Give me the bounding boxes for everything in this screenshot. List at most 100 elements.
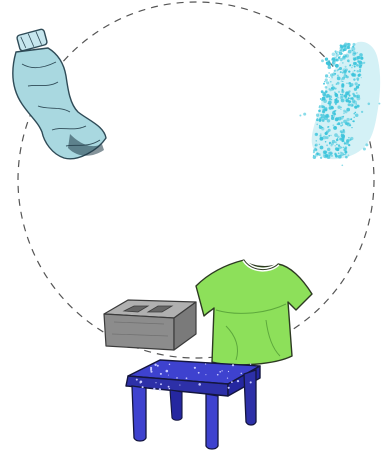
- flake-dot: [315, 133, 318, 136]
- flake-dot: [321, 90, 324, 93]
- flake-dot: [341, 89, 343, 91]
- flake-dot: [340, 152, 341, 153]
- flake-dot: [331, 142, 334, 145]
- table-sparkle: [250, 381, 252, 383]
- flake-dot: [353, 43, 356, 46]
- flake-dot: [325, 74, 328, 77]
- flake-dot: [348, 94, 350, 96]
- table-sparkle: [154, 364, 156, 366]
- table-sparkle: [169, 388, 171, 390]
- flake-dot: [328, 77, 330, 79]
- flake-dot: [360, 57, 363, 60]
- flake-dot: [353, 94, 355, 96]
- flake-dot: [340, 109, 341, 110]
- flake-dot: [345, 100, 347, 102]
- flake-dot: [353, 51, 356, 54]
- flake-dot: [313, 156, 316, 159]
- flake-dot: [359, 69, 361, 71]
- flake-dot: [319, 105, 321, 107]
- flake-dot: [341, 98, 345, 102]
- flake-dot: [348, 97, 350, 99]
- flake-dot: [323, 83, 325, 85]
- flake-dot: [342, 94, 343, 95]
- flake-dot: [358, 84, 360, 86]
- flake-dot: [345, 66, 347, 68]
- flake-dot: [342, 129, 344, 131]
- flake-dot: [344, 43, 347, 46]
- table-sparkle: [150, 371, 152, 373]
- table-sparkle: [205, 374, 206, 375]
- flake-dot: [331, 114, 335, 118]
- flake-dot: [334, 92, 336, 94]
- flake-dot: [344, 72, 347, 75]
- flake-dot: [325, 78, 328, 81]
- flake-dot: [353, 78, 355, 80]
- flake-dot: [344, 137, 345, 138]
- flake-dot: [351, 67, 353, 69]
- flake-dot: [332, 113, 333, 114]
- flake-dot: [351, 73, 352, 74]
- flake-dot: [322, 109, 324, 111]
- flake-dot: [319, 125, 320, 126]
- table-sparkle: [232, 364, 234, 366]
- flake-dot: [342, 45, 345, 48]
- flake-dot: [349, 64, 351, 66]
- flake-dot: [326, 136, 329, 139]
- flake-dot: [320, 146, 324, 150]
- table-sparkle: [157, 365, 159, 367]
- flake-dot: [323, 92, 324, 93]
- table-sparkle: [241, 373, 243, 375]
- flake-dot: [340, 130, 343, 133]
- flake-dot: [328, 65, 332, 69]
- flake-dot: [337, 69, 339, 71]
- flake-dot: [319, 144, 321, 146]
- flake-dot: [357, 52, 358, 53]
- table-sparkle: [205, 363, 206, 364]
- flake-dot: [352, 46, 354, 48]
- table-sparkle: [160, 383, 162, 385]
- flake-dot: [326, 91, 328, 93]
- table-sparkle: [217, 374, 219, 376]
- flake-dot: [325, 154, 326, 155]
- flake-dot: [324, 81, 325, 82]
- flake-dot: [341, 80, 343, 82]
- flake-dot: [321, 59, 324, 62]
- flake-dot: [348, 103, 351, 106]
- flake-dot: [335, 64, 339, 68]
- flake-dot: [332, 124, 334, 126]
- flake-dot: [338, 91, 340, 93]
- flake-dot: [332, 53, 336, 57]
- flake-dot: [340, 71, 342, 73]
- flake-dot: [363, 62, 365, 64]
- flake-dot: [337, 74, 339, 76]
- table-sparkle: [176, 377, 178, 379]
- flake-dot: [334, 50, 336, 52]
- flake-dot: [331, 106, 334, 109]
- table-sparkle: [160, 373, 162, 375]
- flake-dot: [351, 118, 353, 120]
- table-sparkle: [136, 379, 138, 381]
- flake-dot: [337, 122, 340, 125]
- flake-dot: [331, 77, 332, 78]
- flake-dot: [341, 134, 344, 137]
- flake-dot: [299, 115, 301, 117]
- table-sparkle: [166, 370, 169, 373]
- flake-dot: [351, 127, 352, 128]
- flake-dot: [356, 92, 358, 94]
- flake-dot: [343, 147, 344, 148]
- flake-dot: [316, 140, 317, 141]
- flake-dot: [337, 82, 340, 85]
- flake-dot: [320, 133, 322, 135]
- flake-dot: [353, 120, 355, 122]
- flake-dot: [326, 81, 329, 84]
- flake-dot: [335, 56, 337, 58]
- flake-dot: [342, 81, 343, 82]
- table-sparkle: [237, 380, 239, 382]
- flake-dot: [323, 94, 326, 97]
- table-icon: [126, 360, 260, 449]
- table-sparkle: [194, 367, 196, 369]
- flake-dot: [361, 77, 362, 78]
- flake-dot: [353, 73, 356, 76]
- flake-dot: [330, 81, 332, 83]
